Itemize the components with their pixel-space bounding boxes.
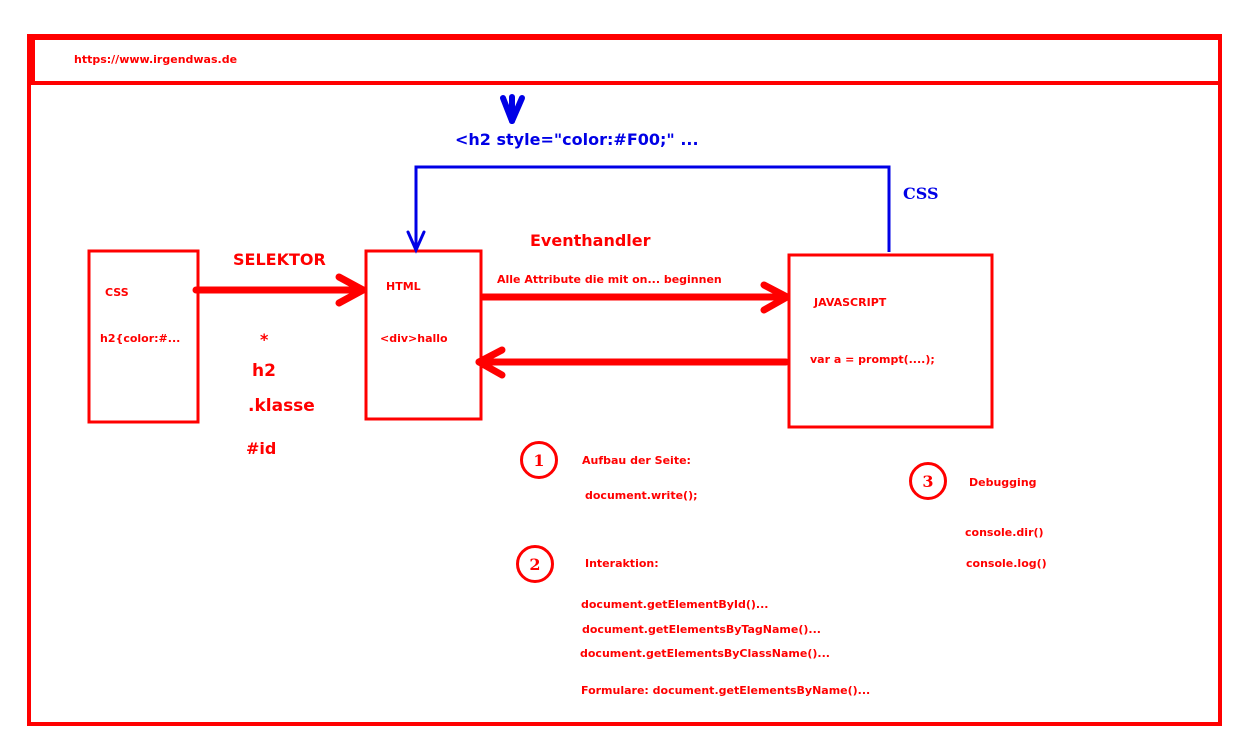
section-1-item: document.write(); <box>585 489 698 502</box>
section-3-item: console.dir() <box>965 526 1044 539</box>
address-bar-url[interactable]: https://www.irgendwas.de <box>74 53 238 66</box>
section-3-item: console.log() <box>966 557 1047 570</box>
eventhandler-subtitle: Alle Attribute die mit on... beginnen <box>497 273 722 286</box>
css-box-code: h2{color:#... <box>100 332 181 345</box>
return-arrow <box>475 346 790 379</box>
section-1-title: Aufbau der Seite: <box>582 454 691 467</box>
javascript-box-code: var a = prompt(....); <box>810 353 935 366</box>
address-bar <box>31 36 1222 85</box>
eventhandler-title: Eventhandler <box>530 231 651 250</box>
javascript-box-title: JAVASCRIPT <box>814 296 887 309</box>
section-3-title: Debugging <box>969 476 1037 489</box>
section-3-number-badge: 3 <box>909 462 947 500</box>
css-connector-label: CSS <box>903 184 939 203</box>
selektor-example-id: #id <box>246 439 277 458</box>
section-2-item: Formulare: document.getElementsByName().… <box>581 684 871 697</box>
section-1-number: 1 <box>533 450 545 470</box>
css-box <box>87 249 200 424</box>
section-2-item: document.getElementsByClassName()... <box>580 647 830 660</box>
section-3-number: 3 <box>922 471 934 491</box>
html-box <box>364 249 483 421</box>
selektor-example-class: .klasse <box>248 396 315 416</box>
css-box-title: CSS <box>105 286 129 299</box>
selektor-arrow <box>192 273 367 307</box>
section-2-title: Interaktion: <box>585 557 659 570</box>
javascript-box <box>787 253 994 429</box>
html-box-title: HTML <box>386 280 421 293</box>
css-connector-arrowhead <box>406 230 426 254</box>
section-2-number-badge: 2 <box>516 545 554 583</box>
selektor-title: SELEKTOR <box>233 250 326 269</box>
eventhandler-arrow <box>479 281 791 314</box>
section-2-item: document.getElementById()... <box>581 598 769 611</box>
selektor-example-tag: h2 <box>252 361 276 381</box>
html-box-code: <div>hallo <box>380 332 448 345</box>
section-1-number-badge: 1 <box>520 441 558 479</box>
section-2-number: 2 <box>529 554 541 574</box>
css-connector-line <box>414 165 891 252</box>
section-2-item: document.getElementsByTagName()... <box>582 623 821 636</box>
selektor-example-universal: * <box>260 330 269 349</box>
inline-style-arrow-icon <box>500 94 525 124</box>
inline-style-note: <h2 style="color:#F00;" ... <box>455 130 699 149</box>
